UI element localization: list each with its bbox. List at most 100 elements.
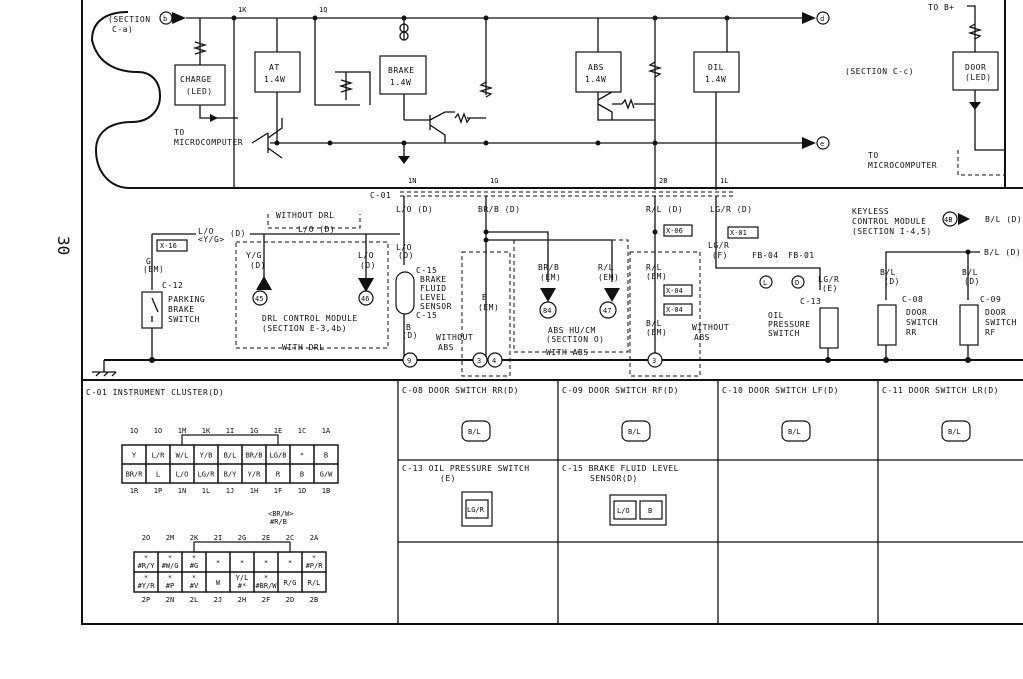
lgr-e-label: LG/R	[818, 275, 839, 284]
c01-upper-top-label: 1C	[298, 427, 306, 435]
brake-fluid-sensor	[395, 271, 415, 315]
door-microcomputer-dashed	[957, 150, 1005, 176]
ground-3-circle	[472, 352, 488, 368]
c01-upper-bottom-label: 1J	[226, 487, 234, 495]
svg-text:LG/R: LG/R	[467, 506, 485, 514]
door-rf-1: DOOR	[985, 308, 1006, 317]
abs-hucm-outline	[513, 239, 629, 353]
ground-4-circle	[487, 352, 503, 368]
without-abs-2: WITHOUT	[692, 323, 729, 332]
brb-em-label: BR/B	[538, 263, 559, 272]
c08-connector: B/L	[461, 420, 491, 442]
keyless-pin: 4B	[944, 216, 952, 224]
connector-table-grid	[397, 380, 1023, 624]
lo-yg-label: L/O	[198, 227, 214, 236]
section-b-label: (SECTION	[108, 15, 151, 24]
c01-lower-pin-color: *	[312, 554, 316, 562]
lo-d-mid: L/O (D)	[298, 225, 335, 234]
dil-label: DIL	[708, 63, 724, 72]
x04-label-2: X-04	[666, 306, 683, 314]
brake-label: BRAKE	[388, 66, 415, 75]
c01-lower-top-label: 2I	[214, 534, 222, 542]
abs-lamp-box	[575, 51, 622, 93]
c01-upper-pin-color: B/L	[224, 452, 237, 460]
abs-hucm-label: ABS HU/CM	[548, 326, 596, 335]
c01-lower-top-label: 2M	[166, 534, 174, 542]
wire-1k-label: 1K	[238, 6, 247, 14]
b-label: B	[406, 323, 411, 332]
c09-connector: B/L	[621, 420, 651, 442]
rl-em-sub-2: (EM)	[646, 272, 667, 281]
abs-pin-84: 84	[543, 307, 551, 315]
c09-label: C-09	[980, 295, 1001, 304]
c01-lower-pin-color: *	[216, 559, 220, 567]
c01-upper-top-label: 1M	[178, 427, 186, 435]
door-lamp-sub: (LED)	[965, 73, 992, 82]
abs-lamp-label: ABS	[588, 63, 604, 72]
door-rr-2: SWITCH	[906, 318, 938, 327]
lo-d: (D)	[360, 261, 376, 270]
c01-upper-bottom-label: 1L	[202, 487, 210, 495]
c01-lower-bottom-label: 2B	[310, 596, 318, 604]
ground-3: 3	[477, 357, 481, 365]
abs-pin-84-circle	[539, 301, 557, 319]
c01-upper-pin-color: Y/B	[200, 452, 213, 460]
fb04-label: FB-04	[752, 251, 779, 260]
brw-note: <BR/W>	[268, 510, 293, 518]
drl-arrow-46	[358, 278, 374, 292]
wire-1g-label: 1G	[490, 177, 498, 185]
c01-lower-pin-color: #BR/W	[255, 582, 277, 590]
b-em-label: B	[482, 293, 487, 302]
c01-lower-pin-color: #*	[238, 582, 246, 590]
c01-upper-bottom-label: 1B	[322, 487, 330, 495]
rl-em-label-2: R/L	[646, 263, 662, 272]
c01-lower-pin-color: *	[240, 559, 244, 567]
x04-label-1: X-04	[666, 287, 683, 295]
door-rr-3: RR	[906, 328, 917, 337]
c01-upper-key	[181, 434, 279, 446]
abs-arrow-84	[540, 288, 556, 302]
c01-connector-dashed	[400, 191, 735, 197]
abs-arrow-47	[604, 288, 620, 302]
c01-upper-pin-color: L/R	[152, 452, 165, 460]
c01-lower-pin-color: #G	[190, 562, 198, 570]
c01-lower-pin-color: *	[264, 574, 268, 582]
keyless-label-1: KEYLESS	[852, 207, 889, 216]
c01-lower-pin-color: #V	[190, 582, 199, 590]
c01-upper-bottom-label: 1R	[130, 487, 139, 495]
switch-ground-wires	[151, 328, 969, 360]
abs-pin-47: 47	[603, 307, 611, 315]
to-microcomputer-left: MICROCOMPUTER	[174, 138, 243, 147]
parking-brake-wire	[151, 233, 196, 290]
svg-text:L/O: L/O	[617, 507, 630, 515]
c01-upper-pin-color: BR/R	[126, 471, 144, 479]
drl-module-outline	[235, 241, 389, 349]
brake-watt: 1.4W	[390, 78, 411, 87]
c01-upper-top-label: 1O	[154, 427, 162, 435]
connector-l-label: L	[763, 279, 767, 287]
connector-d-circle	[816, 11, 830, 25]
wire-2b-label: 2B	[659, 177, 667, 185]
rl-em-sub: (EM)	[598, 273, 619, 282]
c01-upper-pin-color: LG/B	[270, 452, 287, 460]
connector-d2-circle	[791, 275, 805, 289]
x16-box	[156, 239, 188, 252]
sensor-label-3: LEVEL	[420, 293, 447, 302]
oil-pressure-switch	[819, 307, 839, 349]
c01-upper-pin-color: L	[156, 471, 160, 479]
c10-title: C-10 DOOR SWITCH LF(D)	[722, 386, 839, 395]
bl-d-keyless: B/L (D)	[985, 215, 1022, 224]
door-switch-rf	[959, 304, 979, 346]
c01-lower-pin-color: #R/Y	[138, 562, 156, 570]
x01-box	[727, 226, 759, 239]
c15-sub: SENSOR(D)	[590, 474, 638, 483]
drl-arrow-45	[256, 276, 272, 290]
x16-label: X-16	[160, 242, 177, 250]
lgr-d-label: LG/R (D)	[710, 205, 753, 214]
charge-circuit-wire	[199, 18, 238, 119]
lgr-f-sub: (F)	[712, 251, 728, 260]
c01-lower-top-label: 2O	[142, 534, 150, 542]
drl-pin-45-circle	[252, 290, 268, 306]
c01-upper-pin-color: B	[300, 471, 304, 479]
